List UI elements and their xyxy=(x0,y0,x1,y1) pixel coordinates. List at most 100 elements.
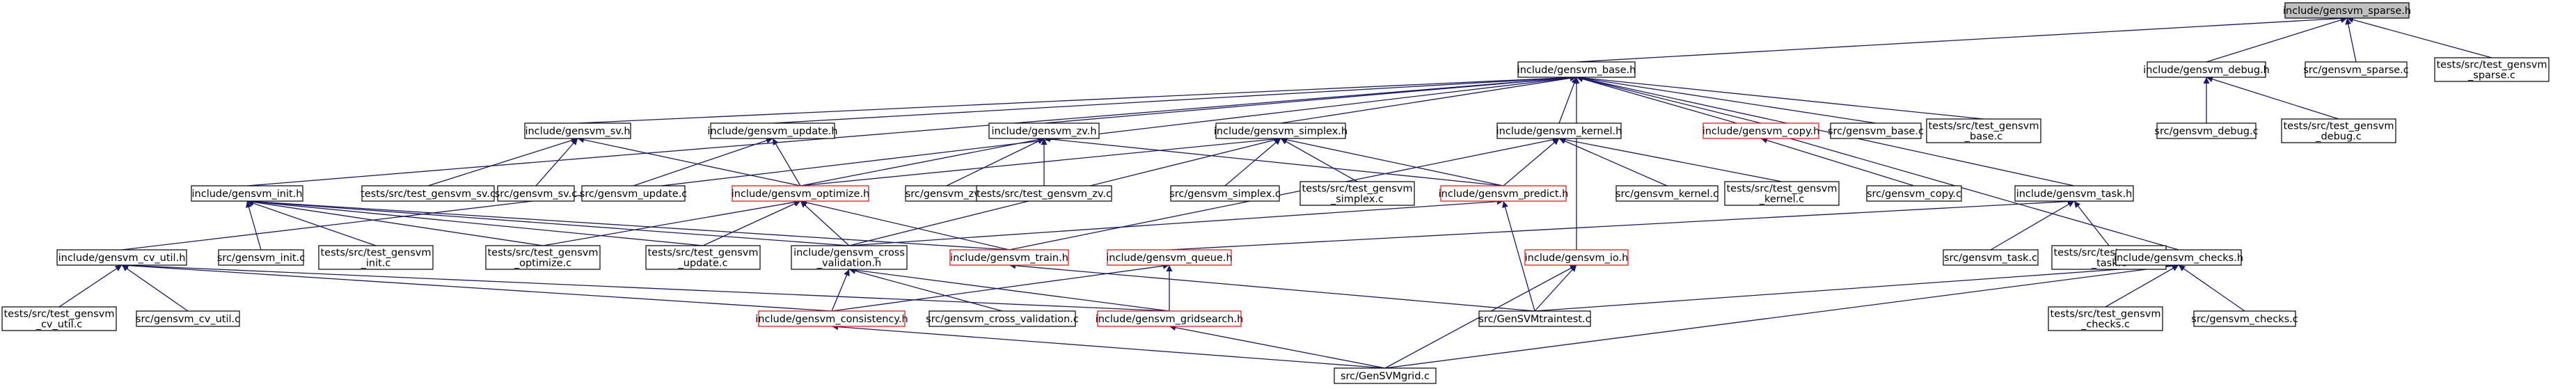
edge xyxy=(2345,17,2357,63)
edge-kernel_h-to-test_kernel_c xyxy=(1558,136,1783,182)
node-cross-validation-h[interactable]: include/gensvm_cross_validation.h xyxy=(791,245,908,270)
node-base-c[interactable]: src/gensvm_base.c xyxy=(1828,122,1924,139)
edge-debug_h-to-test_debug_c xyxy=(2206,76,2339,120)
node-task-c[interactable]: src/gensvm_task.c xyxy=(1943,249,2039,266)
node-sparse-c[interactable]: src/gensvm_sparse.c xyxy=(2303,61,2409,78)
edge xyxy=(1558,138,1668,186)
node-base-h[interactable]: include/gensvm_base.h xyxy=(1517,61,1636,78)
node-label: src/gensvm_cv_util.c xyxy=(136,314,240,325)
edge xyxy=(1576,15,2348,63)
node-test-debug-c[interactable]: tests/src/test_gensvm_debug.c xyxy=(2281,118,2396,143)
node-update-c[interactable]: src/gensvm_update.c xyxy=(580,185,688,202)
node-label: src/gensvm_kernel.c xyxy=(1615,189,1718,200)
node-label: tests/src/test_gensvm xyxy=(3,309,114,320)
node-sparse-h[interactable]: include/gensvm_sparse.h xyxy=(2283,2,2411,19)
edge xyxy=(1576,74,1984,120)
node-kernel-c[interactable]: src/gensvm_kernel.c xyxy=(1615,185,1718,202)
edge-predict_h-to-traintest_c xyxy=(1502,200,1535,312)
node-task-h[interactable]: include/gensvm_task.h xyxy=(2014,185,2134,202)
edge xyxy=(1576,75,1762,124)
edge xyxy=(2178,264,2245,312)
edge xyxy=(1280,136,1504,186)
node-zv-c[interactable]: src/gensvm_zv.c xyxy=(905,185,988,202)
node-init-c[interactable]: src/gensvm_init.c xyxy=(217,249,305,266)
node-cross-validation-c[interactable]: src/gensvm_cross_validation.c xyxy=(926,310,1079,327)
node-box xyxy=(2281,118,2396,143)
node-checks-c[interactable]: src/gensvm_checks.c xyxy=(2191,310,2298,327)
node-simplex-h[interactable]: include/gensvm_simplex.h xyxy=(1214,122,1348,139)
edge xyxy=(848,268,1003,312)
edge xyxy=(121,264,189,312)
edge xyxy=(121,262,832,312)
node-sv-c[interactable]: src/gensvm_sv.c xyxy=(495,185,577,202)
node-test-zv-c[interactable]: tests/src/test_gensvm_zv.c xyxy=(976,185,1112,202)
node-optimize-h[interactable]: include/gensvm_optimize.h xyxy=(732,185,870,202)
node-box xyxy=(1702,122,1819,139)
node-simplex-c[interactable]: src/gensvm_simplex.c xyxy=(1169,185,1281,202)
node-kernel-h[interactable]: include/gensvm_kernel.h xyxy=(1496,122,1622,139)
edge xyxy=(1009,136,1560,251)
node-traintest-c[interactable]: src/GenSVMtraintest.c xyxy=(1478,310,1591,327)
node-test-init-c[interactable]: tests/src/test_gensvm_init.c xyxy=(318,245,434,270)
edge xyxy=(1009,262,1535,312)
node-update-h[interactable]: include/gensvm_update.h xyxy=(707,122,838,139)
node-io-h[interactable]: include/gensvm_io.h xyxy=(1524,249,1629,266)
node-label: tests/src/test_gensvm xyxy=(1928,121,2039,132)
node-label: include/gensvm_queue.h xyxy=(1106,253,1232,264)
edge xyxy=(800,200,850,246)
node-test-cv-util-c[interactable]: tests/src/test_gensvm_cv_util.c xyxy=(1,306,117,331)
node-box xyxy=(949,249,1069,266)
node-label: tests/src/test_gensvm xyxy=(320,248,431,259)
node-cv-util-c[interactable]: src/gensvm_cv_util.c xyxy=(136,310,240,327)
node-cv-util-h[interactable]: include/gensvm_cv_util.h xyxy=(56,249,187,266)
edge-simplex_h-to-predict_h xyxy=(1280,136,1504,186)
edge-init_h-to-cross_validation_h xyxy=(246,198,850,246)
node-test-update-c[interactable]: tests/src/test_gensvm_update.c xyxy=(645,245,761,270)
node-zv-h[interactable]: include/gensvm_zv.h xyxy=(988,122,1100,139)
node-debug-c[interactable]: src/gensvm_debug.c xyxy=(2154,122,2259,139)
node-box xyxy=(361,185,495,202)
node-box xyxy=(1524,249,1629,266)
node-box xyxy=(581,185,686,202)
node-checks-h[interactable]: include/gensvm_checks.h xyxy=(2114,249,2243,266)
node-train-h[interactable]: include/gensvm_train.h xyxy=(949,249,1069,266)
node-test-optimize-c[interactable]: tests/src/test_gensvm_optimize.c xyxy=(485,245,601,270)
node-copy-h[interactable]: include/gensvm_copy.h xyxy=(1702,122,1820,139)
edge xyxy=(2073,200,2110,246)
node-test-sparse-c[interactable]: tests/src/test_gensvm_sparse.c xyxy=(2434,57,2550,82)
node-label: _checks.c xyxy=(2080,319,2130,331)
node-queue-h[interactable]: include/gensvm_queue.h xyxy=(1106,249,1233,266)
node-test-base-c[interactable]: tests/src/test_gensvm_base.c xyxy=(1926,118,2041,143)
node-label: tests/src/test_gensvm xyxy=(647,248,758,259)
node-test-simplex-c[interactable]: tests/src/test_gensvm_simplex.c xyxy=(1299,181,1415,206)
node-gridsearch-h[interactable]: include/gensvm_gridsearch.h xyxy=(1096,310,1244,327)
edge-init_h-to-train_h xyxy=(246,198,1010,251)
node-label: _base.c xyxy=(1964,132,2002,143)
edge xyxy=(246,198,544,246)
edge-update_h-to-optimize_h xyxy=(772,138,801,186)
edge xyxy=(58,264,123,308)
node-grid-c[interactable]: src/GenSVMgrid.c xyxy=(1334,367,1437,384)
node-consistency-h[interactable]: include/gensvm_consistency.h xyxy=(755,310,908,327)
edge-base_h-to-copy_h xyxy=(1576,75,1762,124)
node-sv-h[interactable]: include/gensvm_sv.h xyxy=(524,122,631,139)
edge xyxy=(246,198,704,246)
node-box xyxy=(2156,122,2257,139)
node-test-sv-c[interactable]: tests/src/test_gensvm_sv.c xyxy=(361,185,496,202)
edge-sparse_h-to-base_h xyxy=(1576,15,2348,63)
edge xyxy=(946,138,1045,186)
edge-sv_h-to-sv_c xyxy=(535,138,578,186)
edge-cv_util_h-to-cv_util_c xyxy=(121,264,189,312)
node-init-h[interactable]: include/gensvm_init.h xyxy=(191,185,303,202)
node-label: _optimize.c xyxy=(514,258,571,269)
node-predict-h[interactable]: include/gensvm_predict.h xyxy=(1439,185,1569,202)
node-copy-c[interactable]: src/gensvm_copy.c xyxy=(1866,185,1962,202)
edge-init_h-to-test_optimize_c xyxy=(246,198,544,246)
node-debug-h[interactable]: include/gensvm_debug.h xyxy=(2143,61,2270,78)
edge-cross_validation_h-to-gridsearch_h xyxy=(848,267,1170,312)
edge xyxy=(800,199,1010,251)
node-test-kernel-c[interactable]: tests/src/test_gensvm_kernel.c xyxy=(1724,181,1840,206)
node-test-checks-c[interactable]: tests/src/test_gensvm_checks.c xyxy=(2048,306,2163,331)
node-box xyxy=(976,185,1112,202)
edge xyxy=(772,74,1577,124)
